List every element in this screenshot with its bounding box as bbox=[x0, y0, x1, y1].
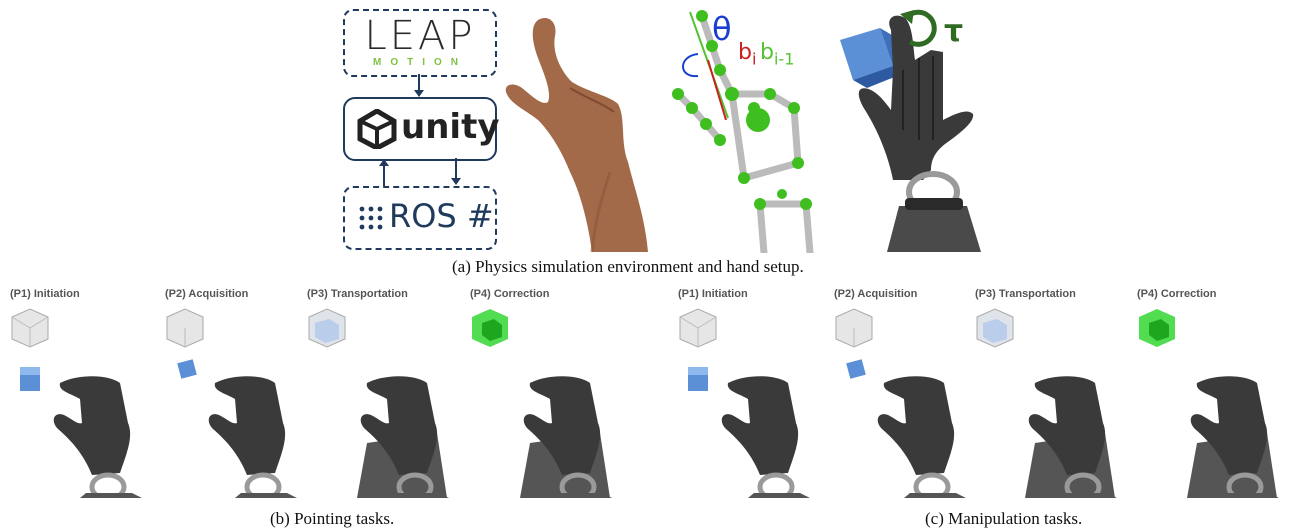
manipulation-panel-p1-scene bbox=[679, 308, 810, 498]
manipulation-panel-p2-scene bbox=[835, 308, 966, 498]
skeleton-hand bbox=[672, 10, 814, 253]
b-i-sub: i bbox=[751, 49, 757, 69]
unity-logo-icon bbox=[357, 109, 397, 149]
ros-label: ROS # bbox=[389, 197, 494, 235]
robot-hand bbox=[208, 376, 297, 498]
caption-a: (a) Physics simulation environment and h… bbox=[452, 257, 804, 276]
robot-hand bbox=[360, 376, 449, 498]
manipulation-panel-label-p3: (P3) Transportation bbox=[975, 288, 1076, 300]
torque-arrow-icon bbox=[900, 9, 937, 47]
theta-label: θ bbox=[712, 10, 732, 48]
robot-hand bbox=[721, 376, 810, 498]
target-cube bbox=[1139, 309, 1175, 347]
target-cube bbox=[679, 308, 717, 348]
pointing-panel-label-p3: (P3) Transportation bbox=[307, 288, 408, 300]
blue-cube bbox=[688, 367, 708, 391]
torque-label: τ bbox=[944, 14, 964, 49]
target-cube bbox=[472, 309, 508, 347]
leap-sub: MOTION bbox=[373, 57, 467, 68]
leap-logo: LEAP bbox=[364, 13, 476, 59]
blue-cube bbox=[846, 359, 866, 379]
target-cube bbox=[308, 308, 346, 348]
pointing-panel-label-p1: (P1) Initiation bbox=[10, 288, 80, 300]
target-cube bbox=[835, 308, 873, 348]
pointing-panel-p1-scene bbox=[11, 308, 142, 498]
caption-c: (c) Manipulation tasks. bbox=[925, 509, 1083, 528]
leap-motion-box: LEAP MOTION bbox=[343, 9, 497, 77]
pointing-panel-p3-scene bbox=[308, 308, 449, 498]
robot-hand bbox=[1190, 376, 1279, 498]
pointing-panel-label-p2: (P2) Acquisition bbox=[165, 288, 249, 300]
blue-cube bbox=[177, 359, 197, 379]
arrow-ros-to-unity bbox=[379, 159, 389, 186]
unity-label: unity bbox=[401, 107, 500, 147]
target-cube bbox=[166, 308, 204, 348]
manipulation-panel-p3-scene bbox=[976, 308, 1117, 498]
human-hand-photo bbox=[505, 17, 648, 252]
pointing-panel-p2-scene bbox=[166, 308, 297, 498]
manipulation-panel-label-p4: (P4) Correction bbox=[1137, 288, 1217, 300]
manipulation-panel-p4-scene bbox=[1139, 309, 1279, 498]
pointing-panel-label-p4: (P4) Correction bbox=[470, 288, 550, 300]
b-i-label: bi bbox=[738, 40, 756, 68]
robot-hand bbox=[53, 376, 142, 498]
b-prev-base: b bbox=[760, 40, 774, 65]
robot-hand-with-cube bbox=[840, 15, 981, 252]
ros-sharp-box: ROS # bbox=[343, 186, 497, 250]
blue-cube bbox=[20, 367, 40, 391]
manipulation-panel-label-p1: (P1) Initiation bbox=[678, 288, 748, 300]
b-prev-sub: i-1 bbox=[773, 49, 795, 69]
unity-box: unity bbox=[343, 97, 500, 161]
b-prev-label: bi-1 bbox=[760, 40, 794, 68]
pointing-panel-p4-scene bbox=[472, 309, 612, 498]
arrow-unity-to-ros bbox=[451, 158, 461, 185]
b-i-base: b bbox=[738, 40, 752, 65]
robot-hand bbox=[877, 376, 966, 498]
manipulation-panel-label-p2: (P2) Acquisition bbox=[834, 288, 918, 300]
target-cube bbox=[976, 308, 1014, 348]
ros-dots-icon bbox=[359, 206, 383, 230]
target-cube bbox=[11, 308, 49, 348]
caption-b: (b) Pointing tasks. bbox=[270, 509, 395, 528]
robot-hand bbox=[1028, 376, 1117, 498]
robot-hand bbox=[523, 376, 612, 498]
arrow-leap-to-unity bbox=[414, 74, 424, 97]
